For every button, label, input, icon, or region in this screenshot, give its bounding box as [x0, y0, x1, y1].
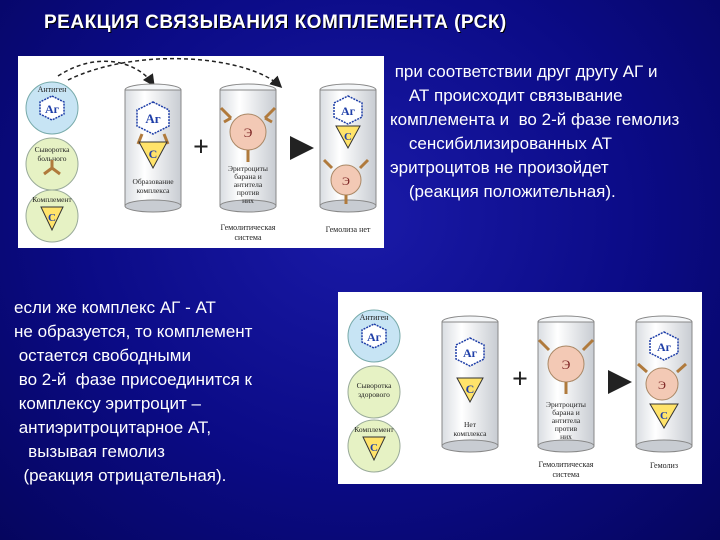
c-label: С — [149, 147, 158, 161]
slide-title: РЕАКЦИЯ СВЯЗЫВАНИЯ КОМПЛЕМЕНТА (РСК) — [44, 12, 507, 33]
antibody-icon — [637, 362, 687, 374]
antigen-label: Антиген — [38, 85, 68, 94]
tube2-caption-line3: антитела — [552, 416, 581, 425]
e-label: Э — [658, 378, 666, 392]
antibody-icon — [43, 160, 61, 176]
c-label: С — [48, 212, 56, 224]
tube-erythrocytes: Э Эритроциты барана и антитела против ни… — [537, 315, 595, 453]
tube2-caption-line4: против — [555, 424, 578, 433]
c-label: С — [344, 131, 352, 143]
ag-label: Аг — [367, 330, 382, 344]
ag-label: Аг — [341, 104, 356, 118]
plus-sign: + — [512, 364, 528, 395]
transfer-arrow — [57, 60, 155, 87]
serum-circle: Сыворотка больного — [25, 137, 79, 191]
tube2-caption-line1: Эритроциты — [228, 164, 268, 173]
tube3-caption: Гемолиз — [650, 461, 678, 470]
diagram-negative-svg: Антиген Аг Сыворотка здорового Комплемен… — [347, 309, 693, 479]
ag-label: Аг — [463, 346, 478, 360]
diagram-positive-svg: Антиген Аг Сыворотка больного Комплемент… — [25, 57, 377, 243]
tube-complex: Аг С Образование комплекса — [124, 83, 182, 213]
serum-label-line2: больного — [37, 154, 66, 163]
serum-label-line1: Сыворотка — [35, 145, 70, 154]
e-label: Э — [244, 125, 253, 140]
serum-circle: Сыворотка здорового — [347, 365, 401, 419]
tube-no-complex: Аг С Нет комплекса — [441, 315, 499, 453]
ag-label: Аг — [145, 111, 160, 126]
serum-label-line2: здорового — [358, 390, 390, 399]
positive-reaction-text: при соответствии друг другу АГ и АТ прои… — [390, 62, 680, 201]
tube-erythrocytes: Э Эритроциты барана и антитела против ни… — [219, 83, 277, 213]
antigen-label: Антиген — [360, 313, 390, 322]
e-label: Э — [562, 357, 571, 372]
e-label: Э — [342, 174, 350, 188]
tube-result: Аг Э С — [635, 315, 693, 453]
hemolytic-caption-line1: Гемолитическая — [539, 460, 594, 469]
tube2-caption-line3: антитела — [234, 180, 263, 189]
c-label: С — [466, 382, 475, 396]
c-label: С — [660, 410, 668, 422]
plus-sign: + — [193, 132, 209, 163]
hemolytic-caption-line2: система — [553, 470, 580, 479]
ag-label: Аг — [45, 102, 60, 116]
hemolytic-caption-line1: Гемолитическая — [221, 223, 276, 232]
tube1-caption-line1: Нет — [464, 420, 477, 429]
antibody-icon — [537, 338, 595, 394]
tube2-caption-line4: против — [237, 188, 260, 197]
complement-circle: Комплемент С — [347, 419, 401, 473]
tube1-caption-line1: Образование — [132, 177, 174, 186]
antigen-circle: Антиген Аг — [347, 309, 401, 363]
diagram-positive-reaction: Антиген Аг Сыворотка больного Комплемент… — [18, 56, 384, 248]
transfer-arrow — [67, 57, 283, 89]
diagram-negative-reaction: Антиген Аг Сыворотка здорового Комплемен… — [338, 292, 702, 484]
tube-result: Аг С Э — [319, 83, 377, 213]
serum-label-line1: Сыворотка — [357, 381, 392, 390]
hemolytic-caption-line2: система — [235, 233, 262, 242]
tube1-caption-line2: комплекса — [454, 429, 488, 438]
tube3-caption: Гемолиза нет — [326, 225, 371, 234]
negative-reaction-text: если же комплекс АГ - АТ не образуется, … — [14, 298, 253, 485]
antibody-icon — [219, 106, 277, 162]
antigen-circle: Антиген Аг — [25, 81, 79, 135]
tube2-caption-line1: Эритроциты — [546, 400, 586, 409]
tube1-caption-line2: комплекса — [137, 186, 171, 195]
complement-label: Комплемент — [354, 425, 394, 434]
ag-label: Аг — [657, 340, 672, 354]
antibody-icon — [322, 158, 370, 204]
tube2-caption-line5: них — [560, 432, 572, 441]
tube2-caption-line2: барана и — [552, 408, 579, 417]
complement-label: Комплемент — [32, 195, 72, 204]
c-label: С — [370, 442, 378, 454]
tube2-caption-line5: них — [242, 196, 254, 205]
complement-circle: Комплемент С — [25, 189, 79, 243]
tube2-caption-line2: барана и — [234, 172, 261, 181]
